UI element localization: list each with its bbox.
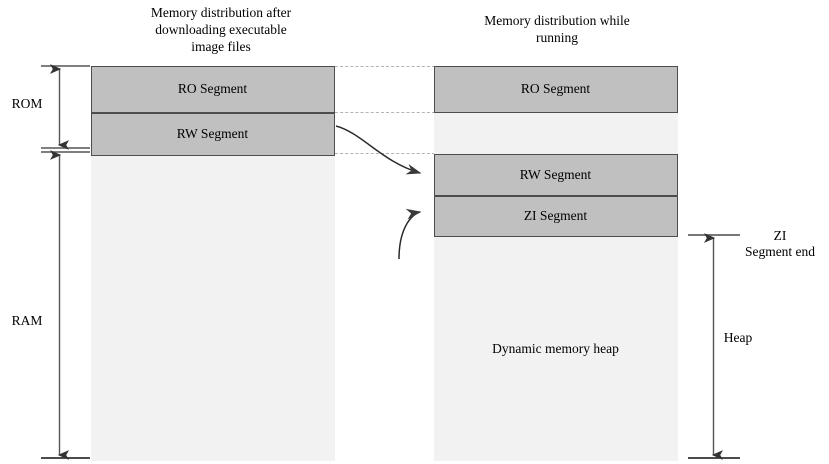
right-segment-ro: RO Segment	[433, 65, 678, 113]
right-memory-column: RO Segment RW Segment ZI Segment Dynamic…	[433, 65, 678, 461]
guide-line-rw-bottom	[335, 153, 435, 154]
right-segment-zi: ZI Segment	[433, 195, 678, 237]
heap-measure-bracket	[688, 233, 740, 460]
left-column-title: Memory distribution after downloading ex…	[150, 5, 292, 54]
label-zi-segment-end: ZI Segment end	[744, 228, 816, 259]
guide-line-ro-bottom	[335, 112, 435, 113]
left-segment-free	[90, 155, 335, 461]
left-segment-rw: RW Segment	[90, 112, 335, 156]
left-memory-column: RO Segment RW Segment	[90, 65, 335, 461]
label-heap: Heap	[723, 330, 753, 345]
rw-relocation-arrow	[335, 125, 422, 175]
left-segment-ro: RO Segment	[90, 65, 335, 113]
ram-measure-bracket	[41, 150, 90, 460]
label-ram: RAM	[11, 313, 43, 328]
right-segment-heap: Dynamic memory heap	[433, 236, 678, 461]
right-column-title: Memory distribution while running	[484, 13, 630, 45]
guide-line-ro-top	[335, 66, 435, 67]
zi-creation-arrow	[398, 208, 422, 260]
right-segment-gap	[433, 112, 678, 154]
right-segment-rw: RW Segment	[433, 153, 678, 196]
label-rom: ROM	[11, 96, 43, 111]
